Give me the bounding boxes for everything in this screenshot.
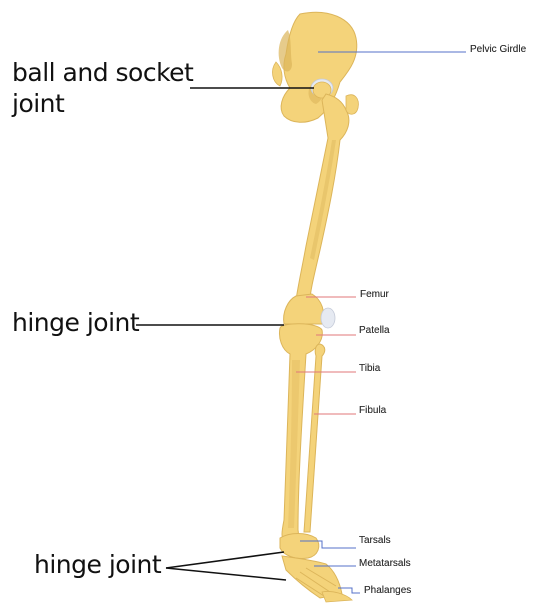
tarsals-label: Tarsals bbox=[359, 535, 391, 546]
patella-label: Patella bbox=[359, 325, 390, 336]
ankle-joint-pointer-lower bbox=[166, 568, 286, 580]
tibia-label: Tibia bbox=[359, 363, 380, 374]
phalanges-label: Phalanges bbox=[364, 585, 411, 596]
femur-label: Femur bbox=[360, 289, 389, 300]
knee-joint-label: hinge joint bbox=[12, 308, 139, 339]
hip-joint-label: ball and socket joint bbox=[12, 58, 193, 119]
fibula-label: Fibula bbox=[359, 405, 386, 416]
pelvic-girdle-label: Pelvic Girdle bbox=[470, 44, 526, 55]
ankle-joint-pointer-upper bbox=[166, 552, 284, 568]
ankle-joint-label: hinge joint bbox=[34, 550, 161, 581]
patella-bone bbox=[321, 308, 335, 328]
foot-bones bbox=[280, 534, 352, 603]
metatarsals-label: Metatarsals bbox=[359, 558, 411, 569]
